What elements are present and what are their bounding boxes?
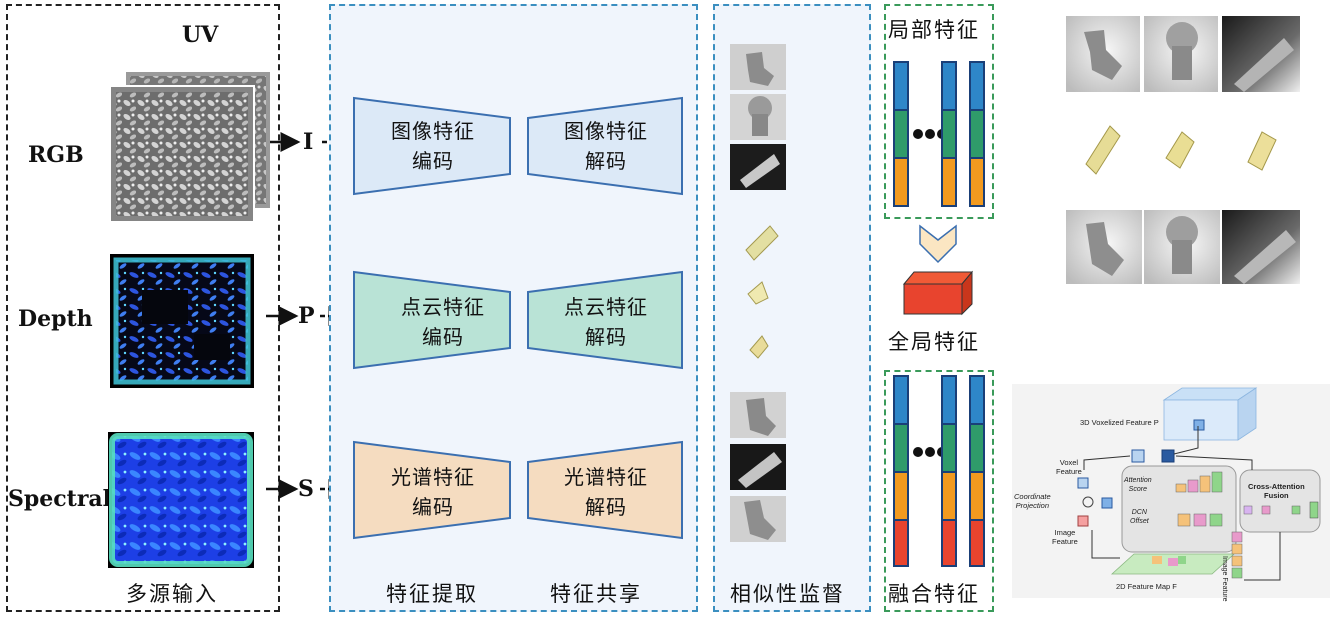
local-feature-title: 局部特征 — [888, 18, 980, 42]
rgb-label: RGB — [28, 142, 84, 168]
spectral-decoder-shape — [527, 440, 683, 540]
depth-image — [110, 254, 254, 388]
global-arrow-and-block — [902, 224, 974, 316]
depth-label: Depth — [18, 306, 93, 332]
local-feature-panel — [884, 4, 994, 219]
sample-renderings — [1066, 16, 1300, 284]
point-decoder-label: 点云特征解码 — [564, 295, 648, 349]
fused-feature-bars — [893, 375, 985, 567]
fusion-inset-graphics — [1077, 387, 1321, 581]
voxel-feature-title: 3D Voxelized Feature P — [1080, 418, 1159, 427]
spectral-encoder-label: 光谱特征编码 — [391, 465, 475, 519]
point-decoder-shape — [527, 270, 683, 370]
spectral-label: Spectral — [8, 486, 112, 512]
similarity-point-thumbs — [745, 225, 779, 359]
similarity-spectral-thumbs — [730, 392, 786, 542]
image-decoder-shape — [527, 96, 683, 196]
letter-p: P — [298, 303, 315, 329]
image-decoder-label: 图像特征解码 — [564, 119, 648, 173]
fused-feature-panel — [884, 370, 994, 612]
feature-map-title: 2D Feature Map F — [1116, 582, 1177, 591]
point-encoder-label: 点云特征编码 — [401, 295, 485, 349]
rgb-uv-image — [109, 72, 270, 223]
spectral-encoder-shape — [353, 440, 511, 540]
input-panel-caption: 多源输入 — [126, 582, 218, 606]
extract-caption: 特征提取 — [386, 582, 478, 606]
spectral-decoder-label: 光谱特征解码 — [564, 465, 648, 519]
image-encoder-label: 图像特征编码 — [391, 119, 475, 173]
similarity-image-thumbs — [730, 44, 786, 190]
letter-i: I — [303, 129, 314, 155]
fused-feature-title: 融合特征 — [888, 582, 980, 606]
letter-s: S — [298, 476, 314, 502]
global-feature-label: 全局特征 — [888, 330, 980, 354]
uv-label: UV — [182, 22, 219, 48]
local-feature-bars — [893, 61, 985, 207]
image-encoder-shape — [353, 96, 511, 196]
point-encoder-shape — [353, 270, 511, 370]
spectral-image — [108, 432, 254, 568]
codec-shapes — [353, 96, 683, 540]
image-feature-vertical-label: Image Feature — [1221, 556, 1228, 602]
similarity-caption: 相似性监督 — [730, 582, 845, 606]
share-caption: 特征共享 — [550, 582, 642, 606]
